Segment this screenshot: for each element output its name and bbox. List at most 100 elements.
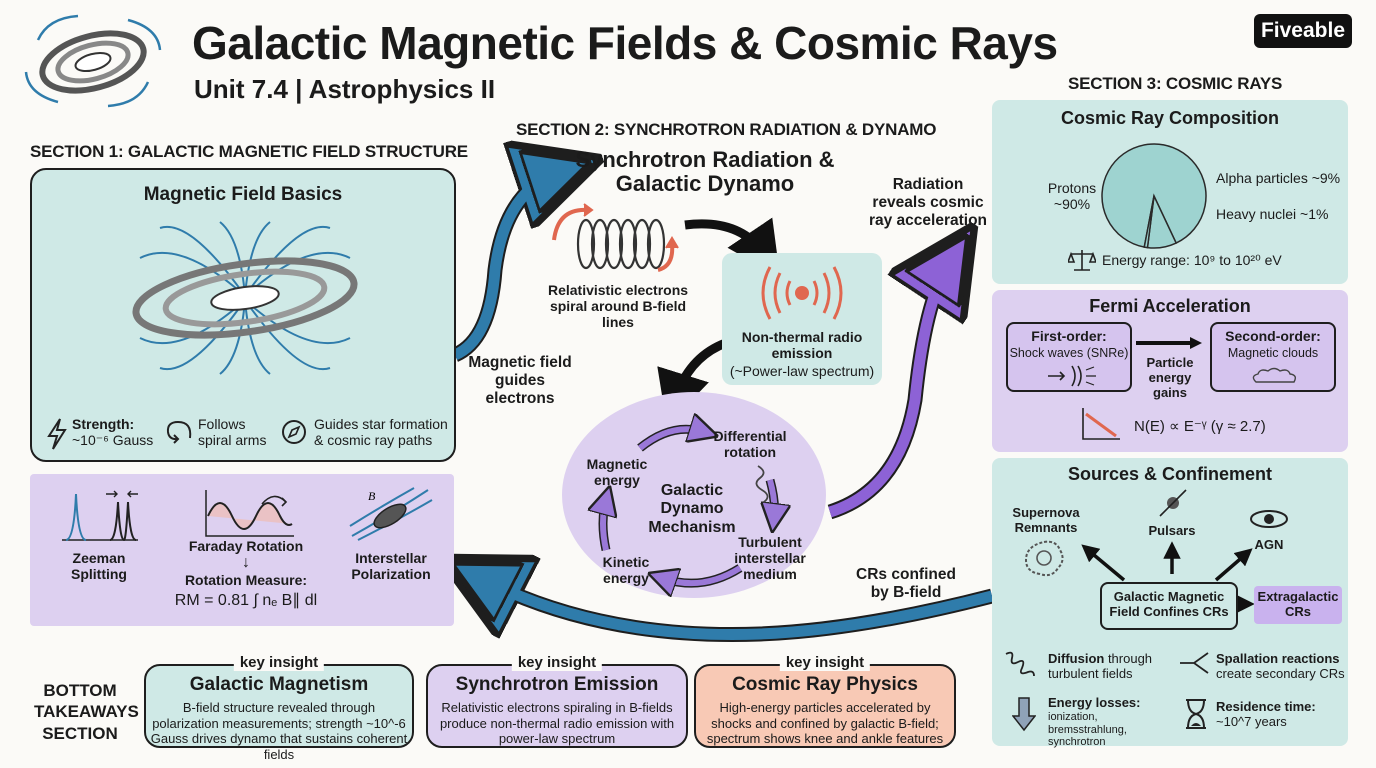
zeeman-label: Zeeman Splitting bbox=[71, 550, 127, 583]
first-order-label: First-order: bbox=[1031, 328, 1107, 344]
b-symbol: B bbox=[368, 489, 376, 503]
agn-icon bbox=[1250, 510, 1288, 528]
agn-label: AGN bbox=[1254, 537, 1284, 552]
confines-box: Galactic Magnetic Field Confines CRs bbox=[1100, 582, 1238, 630]
galaxy-field-lines-icon bbox=[132, 221, 358, 375]
faraday-label: Faraday Rotation bbox=[188, 538, 304, 554]
section3-heading: SECTION 3: COSMIC RAYS bbox=[1068, 74, 1283, 93]
kinetic-label: Kinetic energy bbox=[602, 554, 650, 587]
supernova-icon bbox=[1024, 540, 1064, 577]
composition-pie-chart bbox=[1101, 143, 1207, 249]
extragalactic-box: Extragalactic CRs bbox=[1254, 586, 1342, 624]
takeaway-title-2: Synchrotron Emission bbox=[455, 674, 659, 695]
first-order-text: Shock waves (SNRe) bbox=[1009, 346, 1129, 360]
magnetic-energy-label: Magnetic energy bbox=[586, 456, 648, 489]
pie-slice-heavy-nuclei bbox=[1143, 195, 1155, 249]
fermi-box: Fermi Acceleration First-order: Shock wa… bbox=[992, 290, 1348, 452]
polarization-label: Interstellar Polarization bbox=[351, 550, 431, 583]
dynamo-label: Galactic Dynamo Mechanism bbox=[648, 482, 736, 536]
magnetic-field-basics-box: Magnetic Field Basics Strength: ~10⁻⁶ Ga… bbox=[30, 168, 456, 462]
heavy-label: Heavy nuclei ~1% bbox=[1216, 206, 1329, 222]
radio-waves-icon bbox=[761, 266, 843, 320]
energy-range-label: Energy range: 10⁹ to 10²⁰ eV bbox=[1102, 252, 1282, 268]
dynamo-cycle-arrows bbox=[562, 392, 826, 598]
polarization-grain-icon: B bbox=[349, 487, 433, 541]
fiveable-logo[interactable]: Fiveable bbox=[1254, 14, 1352, 48]
page-subtitle: Unit 7.4 | Astrophysics II bbox=[194, 74, 496, 104]
residence-label-rest: ~10^7 years bbox=[1216, 713, 1287, 729]
composition-title: Cosmic Ray Composition bbox=[1060, 108, 1280, 128]
takeaway-card-2: key insight Synchrotron Emission Relativ… bbox=[426, 654, 688, 748]
diff-rotation-label: Differential rotation bbox=[713, 428, 787, 461]
pulsar-icon bbox=[1159, 489, 1187, 517]
synchrotron-title: Synchrotron Radiation & Galactic Dynamo bbox=[575, 147, 835, 197]
scale-icon bbox=[1068, 250, 1096, 271]
losses-label-rest: ionization, bremsstrahlung, synchrotron bbox=[1048, 710, 1127, 749]
second-order-box: Second-order: Magnetic clouds bbox=[1210, 322, 1336, 392]
spallation-icon bbox=[1180, 652, 1209, 674]
takeaway-text-1: B-field structure revealed through polar… bbox=[150, 700, 408, 762]
takeaway-text-2: Relativistic electrons spiraling in B-fi… bbox=[439, 700, 675, 747]
section2-heading: SECTION 2: SYNCHROTRON RADIATION & DYNAM… bbox=[516, 120, 937, 139]
page-title: Galactic Magnetic Fields & Cosmic Rays bbox=[192, 17, 1058, 69]
measurement-methods-box: Zeeman Splitting Faraday Rotation ↓ Rota… bbox=[30, 474, 454, 626]
faraday-wave-icon bbox=[205, 490, 294, 537]
diffusion-label-rest: through turbulent fields bbox=[1048, 651, 1153, 681]
bottom-takeaways-label: BOTTOM TAKEAWAYS SECTION bbox=[34, 681, 139, 743]
turbulent-label: Turbulent interstellar medium bbox=[734, 534, 806, 583]
power-law-plot-icon bbox=[1082, 408, 1120, 440]
follows-spiral: Follows spiral arms bbox=[198, 416, 267, 449]
pulsars-label: Pulsars bbox=[1148, 523, 1196, 538]
first-order-box: First-order: Shock waves (SNRe) bbox=[1006, 322, 1132, 392]
residence-label-bold: Residence time: bbox=[1216, 699, 1316, 714]
down-arrow-icon: ↓ bbox=[242, 554, 250, 571]
nonthermal-box: Non-thermal radio emission (~Power-law s… bbox=[722, 253, 882, 385]
fermi-title: Fermi Acceleration bbox=[1089, 296, 1251, 316]
extragalactic-label: Extragalactic CRs bbox=[1257, 589, 1339, 619]
takeaway-title-1: Galactic Magnetism bbox=[189, 674, 369, 695]
basics-title: Magnetic Field Basics bbox=[143, 184, 343, 205]
protons-label: Protons ~90% bbox=[1047, 180, 1097, 213]
nonthermal-label: Non-thermal radio emission bbox=[741, 329, 863, 362]
sources-title: Sources & Confinement bbox=[1067, 464, 1273, 484]
alpha-label: Alpha particles ~9% bbox=[1216, 170, 1341, 186]
electrons-label: Relativistic electrons spiral around B-f… bbox=[547, 282, 689, 331]
radiation-reveals-label: Radiation reveals cosmic ray acceleratio… bbox=[868, 176, 988, 229]
galaxy-logo-icon bbox=[24, 14, 162, 108]
takeaway-title-3: Cosmic Ray Physics bbox=[732, 674, 918, 695]
guides-electrons-label: Magnetic field guides electrons bbox=[468, 354, 572, 407]
strength-value: ~10⁻⁶ Gauss bbox=[72, 432, 154, 449]
shock-wave-icon bbox=[1048, 365, 1096, 387]
second-order-label: Second-order: bbox=[1225, 328, 1321, 344]
spallation-label-rest: create secondary CRs bbox=[1216, 665, 1345, 681]
confines-label: Galactic Magnetic Field Confines CRs bbox=[1109, 589, 1229, 619]
electron-spiral-icon bbox=[552, 203, 679, 272]
takeaway-text-3: High-energy particles accelerated by sho… bbox=[706, 700, 944, 747]
supernova-label: Supernova Remnants bbox=[1012, 505, 1080, 535]
cloud-icon bbox=[1252, 367, 1297, 383]
spectrum-formula: N(E) ∝ E⁻ᵞ (γ ≈ 2.7) bbox=[1134, 418, 1266, 435]
takeaway-card-1: key insight Galactic Magnetism B-field s… bbox=[144, 654, 414, 762]
rotation-measure-label: Rotation Measure: bbox=[184, 572, 308, 588]
takeaway-card-3: key insight Cosmic Ray Physics High-ener… bbox=[694, 654, 956, 748]
spallation-label-bold: Spallation reactions bbox=[1216, 651, 1340, 666]
powerlaw-label: (~Power-law spectrum) bbox=[729, 363, 875, 379]
down-arrow-losses-icon bbox=[1012, 697, 1036, 732]
lightning-icon bbox=[47, 418, 67, 450]
diffusion-icon bbox=[1005, 651, 1035, 677]
particle-gains-label: Particle energy gains bbox=[1146, 355, 1194, 400]
guides-star-formation: Guides star formation & cosmic ray paths bbox=[314, 416, 448, 449]
rm-formula: RM = 0.81 ∫ nₑ B∥ dl bbox=[174, 592, 318, 609]
key-insight-3: key insight bbox=[779, 654, 871, 671]
second-order-text: Magnetic clouds bbox=[1227, 346, 1319, 360]
composition-box: Cosmic Ray Composition Protons ~90% Alph… bbox=[992, 100, 1348, 284]
key-insight-2: key insight bbox=[511, 654, 603, 671]
source-arrows bbox=[1081, 541, 1255, 613]
strength-label: Strength: bbox=[72, 416, 135, 432]
diffusion-label-bold: Diffusion bbox=[1048, 651, 1105, 666]
hourglass-icon bbox=[1186, 699, 1206, 729]
sources-box: Sources & Confinement Supernova Remnants… bbox=[992, 458, 1348, 749]
key-insight-1: key insight bbox=[233, 654, 325, 671]
losses-label-bold: Energy losses: bbox=[1048, 695, 1141, 710]
